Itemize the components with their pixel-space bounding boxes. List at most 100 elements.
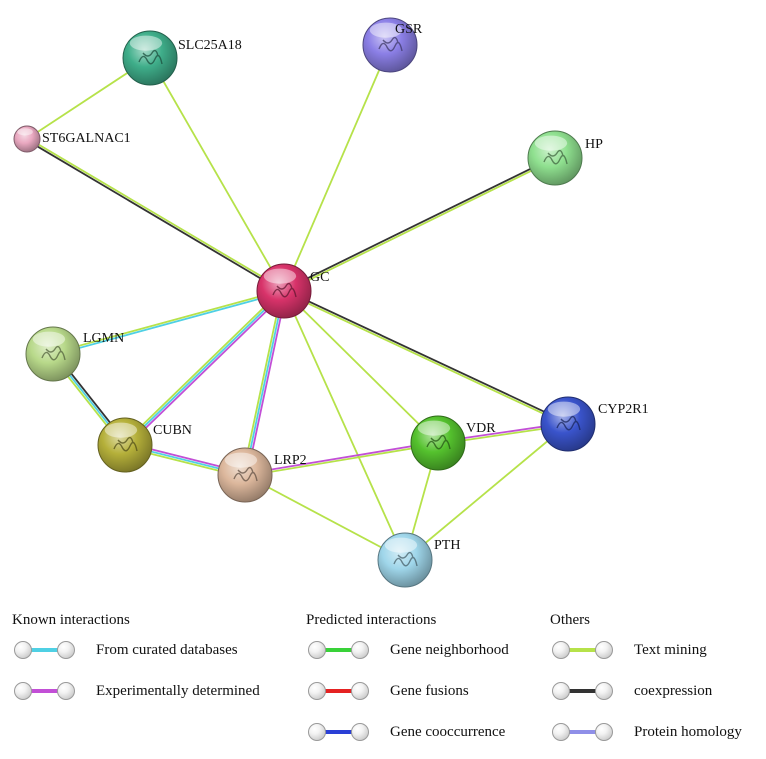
node-label: GC bbox=[310, 270, 329, 285]
node-gsr[interactable]: GSR bbox=[362, 17, 423, 73]
edge-gc-cubn-experimental bbox=[125, 291, 287, 448]
legend-item-cooccurrence: Gene cooccurrence bbox=[308, 721, 505, 743]
node-circle[interactable] bbox=[25, 326, 81, 382]
legend-item-neighborhood: Gene neighborhood bbox=[308, 639, 509, 661]
legend-item-coexpression: coexpression bbox=[552, 680, 712, 702]
legend-item-homology: Protein homology bbox=[552, 721, 742, 743]
node-circle[interactable] bbox=[377, 532, 433, 588]
node-slc25a18[interactable]: SLC25A18 bbox=[122, 30, 242, 86]
protein-structure-icon bbox=[41, 345, 66, 361]
legend-group-title: Known interactions bbox=[12, 612, 130, 628]
edge-gc-slc25a18-textmining bbox=[149, 57, 285, 292]
edge-gc-lgmn-textmining bbox=[52, 289, 284, 354]
edge-gc-lrp2-experimental bbox=[246, 291, 288, 476]
edge-gc-pth-textmining bbox=[283, 290, 406, 561]
node-cubn[interactable]: CUBN bbox=[97, 417, 192, 473]
legend-item-fusions: Gene fusions bbox=[308, 680, 469, 702]
edge-gc-cubn-curated bbox=[124, 290, 285, 446]
legend-label: Gene cooccurrence bbox=[390, 723, 506, 740]
legend-group-title: Predicted interactions bbox=[306, 612, 437, 628]
node-highlight bbox=[384, 537, 418, 553]
node-label: CYP2R1 bbox=[598, 402, 649, 417]
legend-label: coexpression bbox=[634, 682, 713, 699]
edge-gc-hp-coexpression bbox=[283, 156, 555, 291]
edge-lrp2-pth-textmining bbox=[244, 474, 406, 561]
node-label: ST6GALNAC1 bbox=[42, 131, 131, 146]
node-label: VDR bbox=[466, 421, 496, 436]
edge-gc-st6galnac1-textmining bbox=[27, 137, 286, 291]
node-hp[interactable]: HP bbox=[527, 130, 603, 186]
protein-structure-icon bbox=[378, 36, 403, 52]
legend-swatch-neighborhood bbox=[308, 639, 370, 661]
node-highlight bbox=[417, 420, 451, 436]
node-lgmn[interactable]: LGMN bbox=[25, 326, 124, 382]
node-circle[interactable] bbox=[410, 415, 466, 471]
legend-swatch-fusions bbox=[308, 680, 370, 702]
protein-structure-icon bbox=[272, 282, 297, 298]
edge-cyp2r1-pth-textmining bbox=[404, 423, 569, 561]
node-circle[interactable] bbox=[256, 263, 312, 319]
legend-swatch-experimental bbox=[14, 680, 76, 702]
node-highlight bbox=[534, 135, 568, 151]
node-label: HP bbox=[585, 137, 603, 152]
edge-gc-st6galnac1-coexpression bbox=[25, 139, 284, 293]
node-highlight bbox=[263, 268, 297, 284]
edge-gc-cubn-textmining bbox=[122, 288, 284, 445]
node-circle[interactable] bbox=[13, 125, 41, 153]
legend-label: Experimentally determined bbox=[96, 682, 260, 699]
node-label: LGMN bbox=[83, 331, 124, 346]
edge-gc-cyp2r1-textmining bbox=[283, 291, 568, 426]
legend-swatch-curated bbox=[14, 639, 76, 661]
protein-structure-icon bbox=[426, 434, 451, 450]
protein-structure-icon bbox=[556, 415, 581, 431]
legend-swatch-textmining bbox=[552, 639, 614, 661]
edge-lrp2-vdr-experimental bbox=[244, 441, 438, 475]
node-highlight bbox=[17, 128, 33, 136]
edge-gc-gsr-textmining bbox=[283, 44, 391, 292]
node-label: PTH bbox=[434, 538, 460, 553]
legend-label: Gene neighborhood bbox=[390, 641, 509, 658]
node-highlight bbox=[547, 401, 581, 417]
node-lrp2[interactable]: LRP2 bbox=[217, 447, 307, 503]
legend-item-curated: From curated databases bbox=[14, 639, 238, 661]
protein-network-graph: SLC25A18 GSR ST6GALNAC1 HP GC LGMN CUBN LRP2 VDR… bbox=[13, 17, 649, 588]
node-gc[interactable]: GC bbox=[256, 263, 329, 319]
node-label: LRP2 bbox=[274, 453, 307, 468]
node-highlight bbox=[129, 35, 163, 51]
protein-structure-icon bbox=[393, 551, 418, 567]
network-nodes: SLC25A18 GSR ST6GALNAC1 HP GC LGMN CUBN LRP2 VDR… bbox=[13, 17, 649, 588]
legend-swatch-homology bbox=[552, 721, 614, 743]
node-highlight bbox=[32, 331, 66, 347]
node-circle[interactable] bbox=[122, 30, 178, 86]
node-circle[interactable] bbox=[362, 17, 418, 73]
legend-group-title: Others bbox=[550, 612, 590, 628]
protein-structure-icon bbox=[138, 49, 163, 65]
edge-gc-cyp2r1-coexpression bbox=[284, 289, 569, 424]
node-circle[interactable] bbox=[540, 396, 596, 452]
legend-swatch-cooccurrence bbox=[308, 721, 370, 743]
node-vdr[interactable]: VDR bbox=[410, 415, 496, 471]
legend-item-experimental: Experimentally determined bbox=[14, 680, 260, 702]
node-st6galnac1[interactable]: ST6GALNAC1 bbox=[13, 125, 131, 153]
edge-gc-lgmn-curated bbox=[53, 291, 285, 356]
legend-label: Gene fusions bbox=[390, 682, 469, 699]
node-circle[interactable] bbox=[527, 130, 583, 186]
legend-label: Protein homology bbox=[634, 723, 742, 740]
legend-item-textmining: Text mining bbox=[552, 639, 707, 661]
node-label: CUBN bbox=[153, 423, 192, 438]
legend-swatch-coexpression bbox=[552, 680, 614, 702]
node-circle[interactable] bbox=[97, 417, 153, 473]
node-circle[interactable] bbox=[217, 447, 273, 503]
protein-structure-icon bbox=[233, 466, 258, 482]
legend-label: Text mining bbox=[634, 641, 707, 658]
node-highlight bbox=[369, 22, 403, 38]
edge-lrp2-vdr-textmining bbox=[245, 443, 439, 477]
edge-gc-lrp2-curated bbox=[244, 290, 285, 476]
legend-label: From curated databases bbox=[96, 641, 238, 658]
node-highlight bbox=[224, 452, 258, 468]
node-cyp2r1[interactable]: CYP2R1 bbox=[540, 396, 649, 452]
edge-gc-lrp2-textmining bbox=[241, 290, 283, 475]
node-pth[interactable]: PTH bbox=[377, 532, 460, 588]
node-label: GSR bbox=[395, 22, 423, 37]
edge-gc-vdr-textmining bbox=[283, 290, 439, 444]
